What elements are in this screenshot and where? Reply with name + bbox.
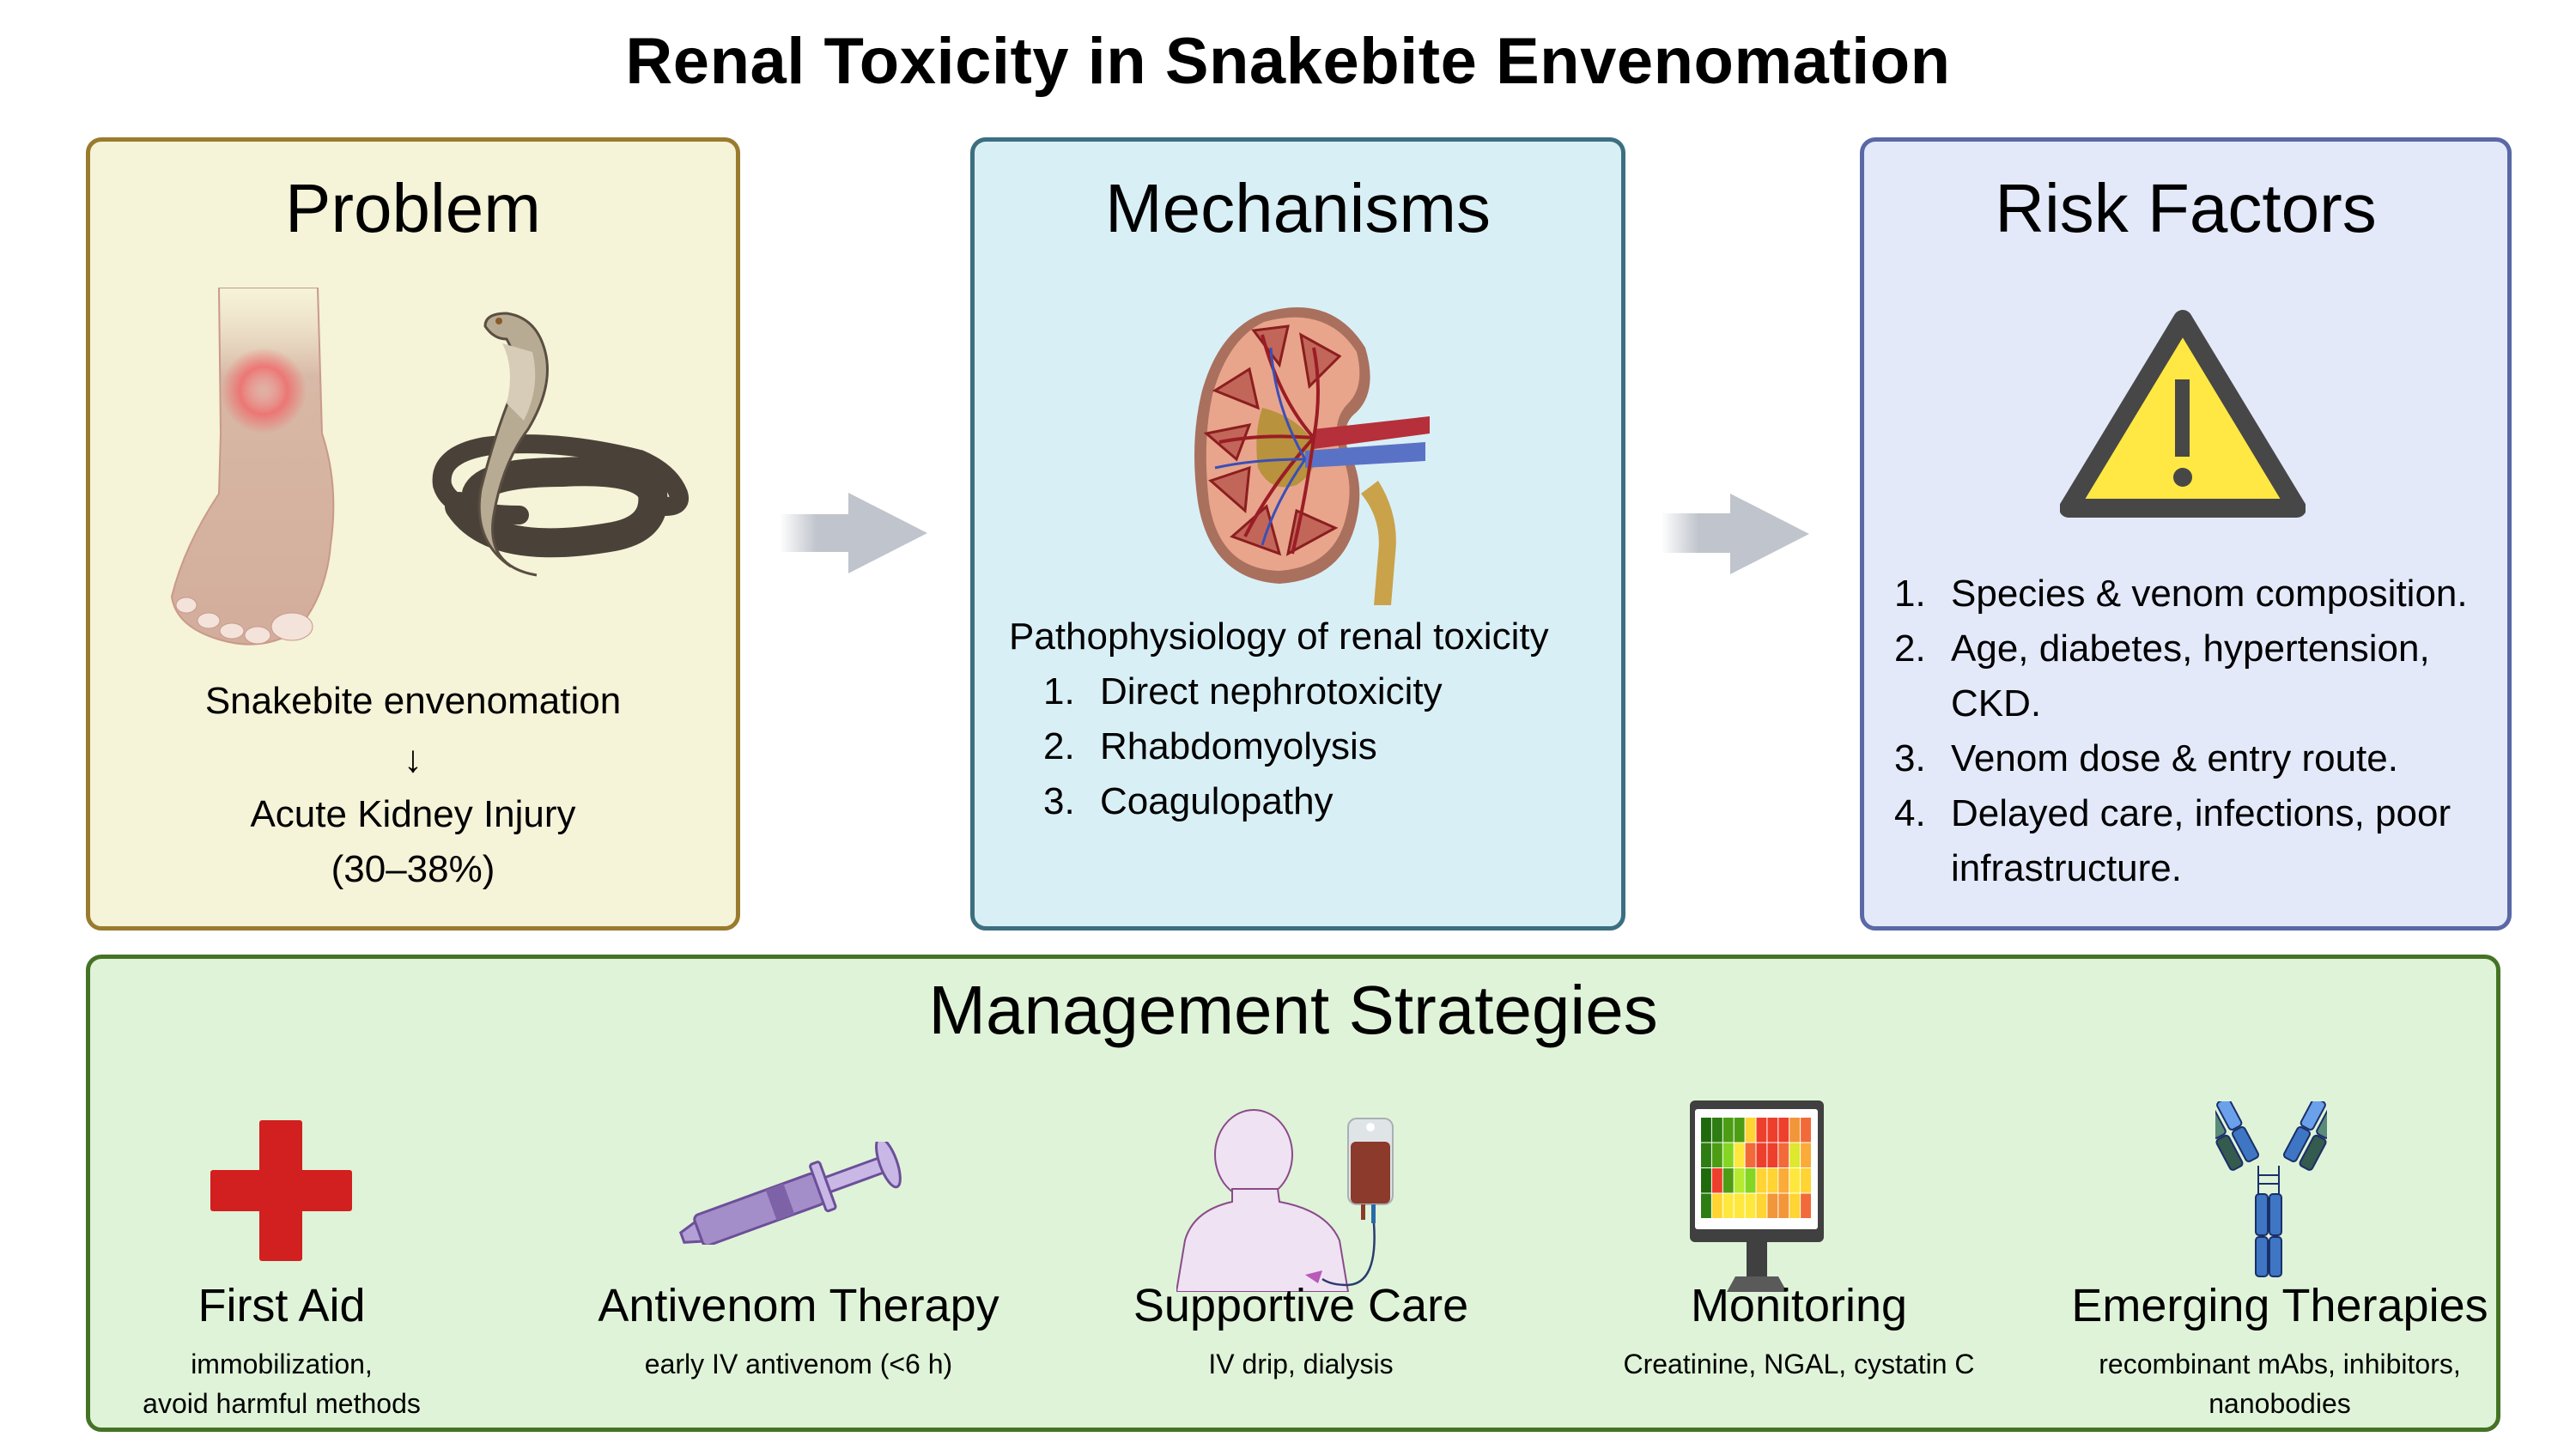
heatmap-cell	[1711, 1193, 1722, 1218]
mechanisms-panel: Mechanisms	[970, 137, 1625, 931]
kidney-icon	[1185, 296, 1430, 743]
heatmap-cell	[1734, 1168, 1745, 1193]
heatmap-cell	[1722, 1143, 1734, 1167]
risk-factors-panel: Risk Factors 1.Species & venom compositi…	[1860, 137, 2512, 931]
heatmap-cell	[1701, 1143, 1711, 1167]
heatmap-cell	[1767, 1193, 1778, 1218]
heatmap-cell	[1789, 1143, 1801, 1167]
heatmap-cell	[1711, 1143, 1722, 1167]
heatmap-cell	[1745, 1193, 1756, 1218]
risk-factors-heading: Risk Factors	[1995, 170, 2377, 246]
heatmap-cell	[1711, 1168, 1722, 1193]
mechanisms-list: 1.Direct nephrotoxicity 2.Rhabdomyolysis…	[1043, 664, 1610, 829]
heatmap-cell	[1789, 1168, 1801, 1193]
heatmap-cell	[1789, 1193, 1801, 1218]
management-item-emerging-therapies: Emerging Therapies recombinant mAbs, inh…	[2071, 1280, 2488, 1419]
mechanisms-heading: Mechanisms	[1104, 170, 1492, 246]
red-cross-icon	[210, 1120, 352, 1261]
heatmap-cell	[1722, 1193, 1734, 1218]
management-heading: Management Strategies	[928, 972, 1658, 1048]
heatmap-cell	[1701, 1168, 1711, 1193]
heatmap-cell	[1756, 1143, 1767, 1167]
heatmap-cell	[1745, 1168, 1756, 1193]
heatmap-cell	[1778, 1143, 1789, 1167]
risk-factors-list: 1.Species & venom composition. 2.Age, di…	[1894, 567, 2495, 896]
problem-line-2: Acute Kidney Injury	[250, 793, 576, 835]
heatmap-cell	[1778, 1118, 1789, 1143]
flow-arrow-icon	[1662, 494, 1809, 574]
management-item-monitoring: Monitoring Creatinine, NGAL, cystatin C	[1623, 1280, 1975, 1379]
warning-icon	[2060, 309, 2306, 519]
heatmap-cell	[1801, 1193, 1811, 1218]
heatmap-cell	[1767, 1118, 1778, 1143]
bitten-foot-icon	[167, 288, 356, 648]
heatmap-cell	[1756, 1118, 1767, 1143]
management-item-supportive-care: Supportive Care IV drip, dialysis	[1133, 1280, 1469, 1379]
cobra-icon	[425, 309, 691, 592]
page-title: Renal Toxicity in Snakebite Envenomation	[625, 25, 1951, 98]
heatmap-cell	[1801, 1168, 1811, 1193]
heatmap-cell	[1778, 1168, 1789, 1193]
heatmap-cell	[1767, 1143, 1778, 1167]
management-item-antivenom: Antivenom Therapy early IV antivenom (<6…	[598, 1280, 999, 1379]
heatmap-cell	[1734, 1193, 1745, 1218]
management-panel: Management Strategies	[86, 955, 2500, 1432]
risk-factor-item: 2.Age, diabetes, hypertension, CKD.	[1894, 627, 2430, 724]
heatmap-cell	[1767, 1168, 1778, 1193]
problem-heading: Problem	[285, 170, 541, 246]
risk-factor-item: 4.Delayed care, infections, poor infrast…	[1894, 792, 2451, 889]
down-arrow-icon: ↓	[404, 738, 422, 780]
heatmap-cell	[1778, 1193, 1789, 1218]
heatmap-cell	[1745, 1118, 1756, 1143]
syringe-icon	[665, 1142, 923, 1245]
problem-line-1: Snakebite envenomation	[204, 680, 622, 722]
heatmap-cell	[1711, 1118, 1722, 1143]
heatmap-cell	[1745, 1143, 1756, 1167]
heatmap-cell	[1701, 1193, 1711, 1218]
heatmap-cell	[1801, 1143, 1811, 1167]
risk-factor-item: 1.Species & venom composition.	[1894, 573, 2468, 615]
heatmap-cell	[1701, 1118, 1711, 1143]
management-item-first-aid: First Aid immobilization, avoid harmful …	[143, 1280, 421, 1419]
heatmap-cell	[1756, 1168, 1767, 1193]
heatmap-cell	[1801, 1118, 1811, 1143]
problem-panel: Problem	[86, 137, 740, 931]
heatmap-cell	[1734, 1118, 1745, 1143]
monitor-heatmap-icon	[1688, 1099, 1826, 1298]
iv-drip-patient-icon	[1176, 1103, 1434, 1292]
mechanism-item: 2.Rhabdomyolysis	[1043, 725, 1377, 767]
mechanisms-intro: Pathophysiology of renal toxicity	[1009, 615, 1549, 658]
heatmap-cell	[1756, 1193, 1767, 1218]
mechanism-item: 3.Coagulopathy	[1043, 780, 1334, 822]
heatmap-cell	[1789, 1118, 1801, 1143]
flow-arrow-icon	[780, 493, 927, 573]
problem-line-3: (30–38%)	[331, 848, 495, 890]
mechanism-item: 1.Direct nephrotoxicity	[1043, 670, 1443, 712]
heatmap-cell	[1722, 1168, 1734, 1193]
antibody-icon	[2215, 1101, 2327, 1292]
heatmap-cell	[1734, 1143, 1745, 1167]
risk-factor-item: 3.Venom dose & entry route.	[1894, 737, 2398, 779]
heatmap-cell	[1722, 1118, 1734, 1143]
